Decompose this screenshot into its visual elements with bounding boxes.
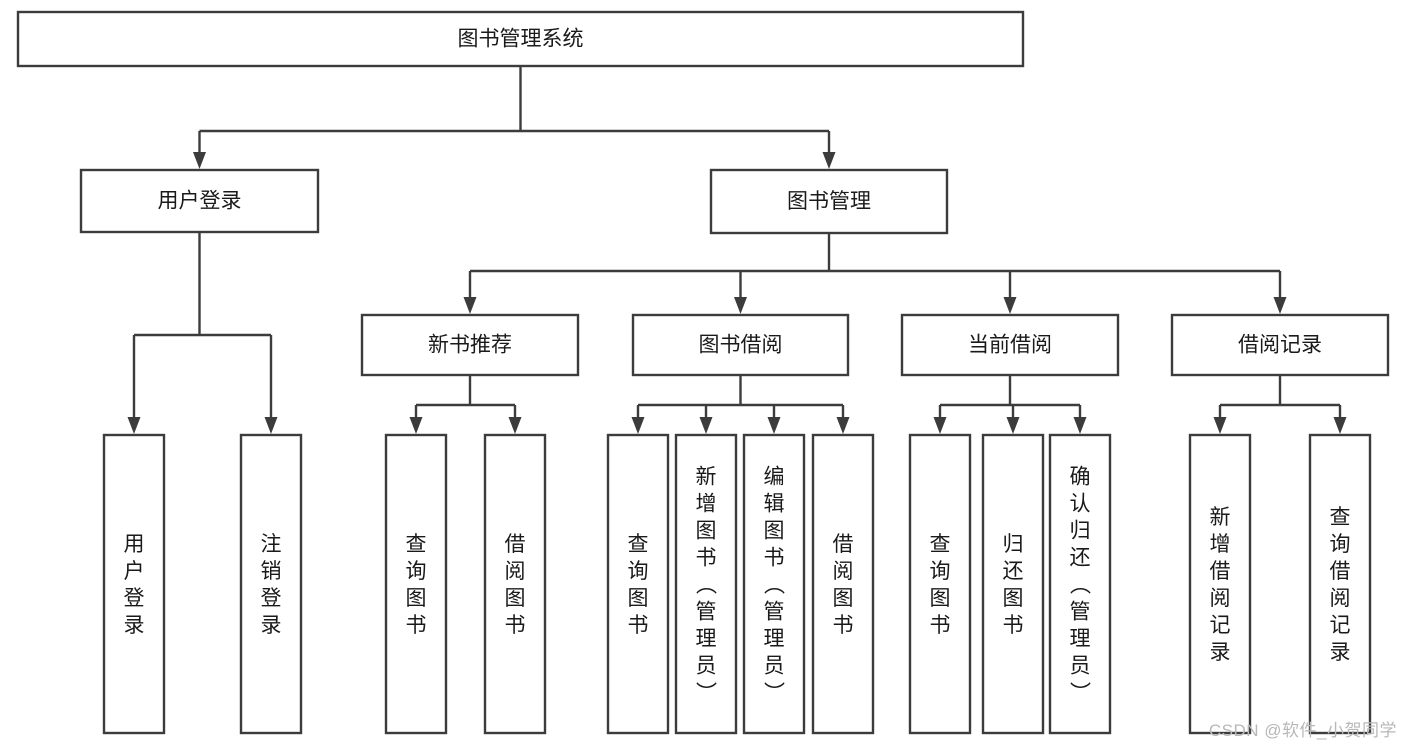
node-label: 新书推荐: [428, 334, 512, 357]
node-box[interactable]: [483, 433, 547, 735]
node-box[interactable]: [79, 168, 320, 234]
arrow-head-icon: [933, 417, 947, 434]
node-layer: 图书管理系统用户登录图书管理新书推荐图书借阅当前借阅借阅记录用户登录注销登录查询…: [16, 10, 1390, 735]
node-box[interactable]: [631, 313, 850, 377]
node-box[interactable]: [981, 433, 1045, 735]
node-l3-current-loan[interactable]: 当前借阅: [900, 313, 1120, 377]
arrow-head-icon: [836, 417, 850, 434]
node-l3-loan-record[interactable]: 借阅记录: [1170, 313, 1390, 377]
arrow-head-icon: [409, 417, 423, 434]
node-leaf-bb-edit[interactable]: 编辑图书（管理员）: [742, 433, 806, 735]
node-box[interactable]: [239, 433, 303, 735]
node-leaf-rec-query[interactable]: 查询图书: [384, 433, 448, 735]
node-label: 借阅图书: [505, 533, 526, 637]
node-box[interactable]: [102, 433, 166, 735]
node-label: 图书管理: [787, 190, 871, 213]
arrow-head-icon: [822, 152, 836, 169]
node-box[interactable]: [742, 433, 806, 735]
node-box[interactable]: [1308, 433, 1372, 735]
node-box[interactable]: [1170, 313, 1390, 377]
node-l2-book-mgmt[interactable]: 图书管理: [709, 168, 949, 235]
node-leaf-cl-return[interactable]: 归还图书: [981, 433, 1045, 735]
arrow-head-icon: [1003, 297, 1017, 314]
node-l3-new-book-rec[interactable]: 新书推荐: [360, 313, 580, 377]
node-leaf-cl-query[interactable]: 查询图书: [908, 433, 972, 735]
node-label: 查询图书: [930, 533, 951, 637]
node-box[interactable]: [360, 313, 580, 377]
connector-group-l2_user_login: [127, 232, 278, 434]
arrow-head-icon: [127, 417, 141, 434]
arrow-head-icon: [193, 152, 206, 169]
node-label: 用户登录: [158, 190, 242, 213]
connector-group-l3_loan_record: [1213, 375, 1347, 434]
node-box[interactable]: [900, 313, 1120, 377]
arrow-head-icon: [734, 297, 747, 314]
connector-group-l3_current_loan: [933, 375, 1087, 434]
node-label: 查询借阅记录: [1330, 506, 1351, 664]
arrow-head-icon: [264, 417, 278, 434]
node-label: 编辑图书（管理员）: [764, 466, 786, 705]
connector-group-l3_book_borrow: [631, 375, 850, 434]
node-leaf-bb-add[interactable]: 新增图书（管理员）: [674, 433, 738, 735]
connector-layer: [127, 66, 1347, 434]
arrow-head-icon: [1073, 417, 1087, 434]
node-label: 用户登录: [124, 533, 145, 637]
node-label: 借阅记录: [1238, 334, 1322, 357]
node-leaf-logout[interactable]: 注销登录: [239, 433, 303, 735]
node-label: 查询图书: [628, 533, 649, 637]
arrow-head-icon: [1213, 417, 1227, 434]
node-box[interactable]: [1188, 433, 1252, 735]
node-box[interactable]: [811, 433, 875, 735]
node-label: 新增图书（管理员）: [696, 466, 718, 705]
node-root[interactable]: 图书管理系统: [16, 10, 1025, 68]
node-box[interactable]: [709, 168, 949, 235]
node-box[interactable]: [16, 10, 1025, 68]
node-leaf-lr-query[interactable]: 查询借阅记录: [1308, 433, 1372, 735]
arrow-head-icon: [1006, 417, 1020, 434]
node-label: 图书借阅: [699, 334, 783, 357]
node-leaf-bb-borrow[interactable]: 借阅图书: [811, 433, 875, 735]
node-label: 新增借阅记录: [1210, 506, 1231, 664]
node-leaf-rec-borrow[interactable]: 借阅图书: [483, 433, 547, 735]
node-leaf-lr-add[interactable]: 新增借阅记录: [1188, 433, 1252, 735]
node-box[interactable]: [908, 433, 972, 735]
node-label: 当前借阅: [968, 334, 1052, 357]
arrow-head-icon: [631, 417, 645, 434]
node-leaf-bb-query[interactable]: 查询图书: [606, 433, 670, 735]
node-label: 借阅图书: [833, 533, 854, 637]
arrow-head-icon: [767, 417, 781, 434]
connector-group-root: [193, 66, 836, 169]
arrow-head-icon: [1273, 297, 1287, 314]
node-label: 图书管理系统: [458, 28, 584, 51]
node-label: 查询图书: [406, 533, 427, 637]
node-l2-user-login[interactable]: 用户登录: [79, 168, 320, 234]
node-label: 注销登录: [261, 533, 282, 637]
arrow-head-icon: [463, 297, 477, 314]
node-leaf-user-login[interactable]: 用户登录: [102, 433, 166, 735]
node-l3-book-borrow[interactable]: 图书借阅: [631, 313, 850, 377]
node-label: 归还图书: [1003, 533, 1024, 637]
connector-group-l3_new_book_rec: [409, 375, 522, 434]
node-leaf-cl-confirm[interactable]: 确认归还（管理员）: [1048, 433, 1112, 735]
node-box[interactable]: [674, 433, 738, 735]
arrow-head-icon: [1333, 417, 1347, 434]
arrow-head-icon: [699, 417, 713, 434]
arrow-head-icon: [508, 417, 522, 434]
connector-group-l2_book_mgmt: [463, 233, 1287, 314]
node-label: 确认归还（管理员）: [1070, 466, 1092, 705]
node-box[interactable]: [1048, 433, 1112, 735]
node-box[interactable]: [606, 433, 670, 735]
node-box[interactable]: [384, 433, 448, 735]
